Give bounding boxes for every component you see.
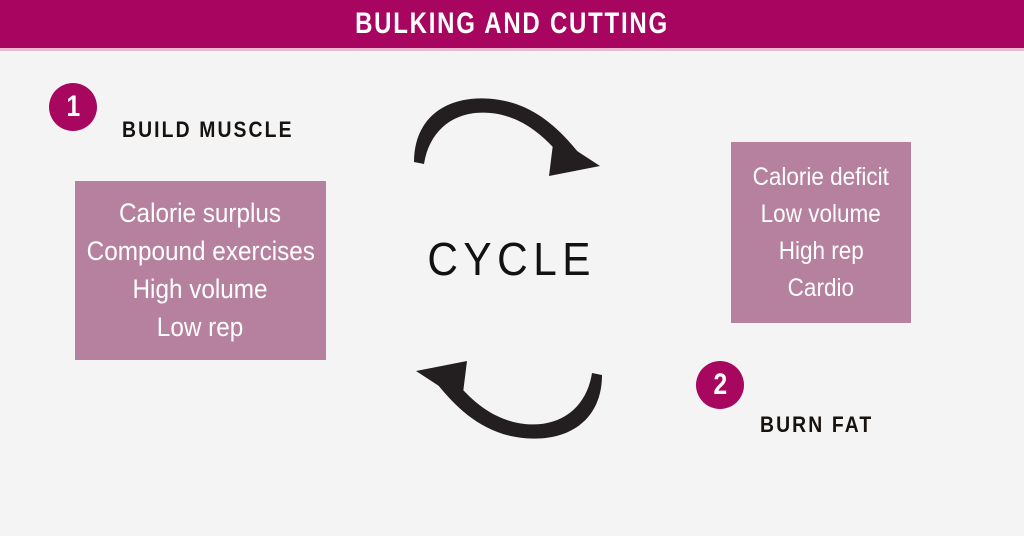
step-caption-burn-fat: BURN FAT [760,412,874,437]
bulking-panel-line: Low rep [157,312,244,342]
cutting-panel-line: High rep [778,236,864,265]
cycle-arrow-bottom-icon [416,361,602,439]
header-bar [0,0,1024,48]
step-caption-build-muscle: BUILD MUSCLE [122,117,294,142]
cutting-panel-line: Calorie deficit [752,162,890,191]
step-badge-1: 1 [49,83,97,131]
cutting-panel-line: Low volume [760,199,882,228]
bulking-panel-line: Compound exercises [86,236,315,266]
bulking-panel-line: Calorie surplus [119,198,282,228]
step-badge-1-number: 1 [66,90,80,123]
step-badge-2-number: 2 [713,368,727,401]
page-title: BULKING AND CUTTING [355,7,669,40]
cutting-panel-line: Cardio [787,273,855,302]
bulking-panel-line: High volume [132,274,269,304]
cycle-label: CYCLE [0,232,1024,286]
header-underline [0,48,1024,51]
cutting-panel: Calorie deficit Low volume High rep Card… [731,142,911,323]
bulking-panel: Calorie surplus Compound exercises High … [75,181,326,360]
step-badge-2: 2 [696,361,744,409]
cycle-arrow-top-icon [414,98,600,176]
cycle-label-text: CYCLE [427,233,597,285]
